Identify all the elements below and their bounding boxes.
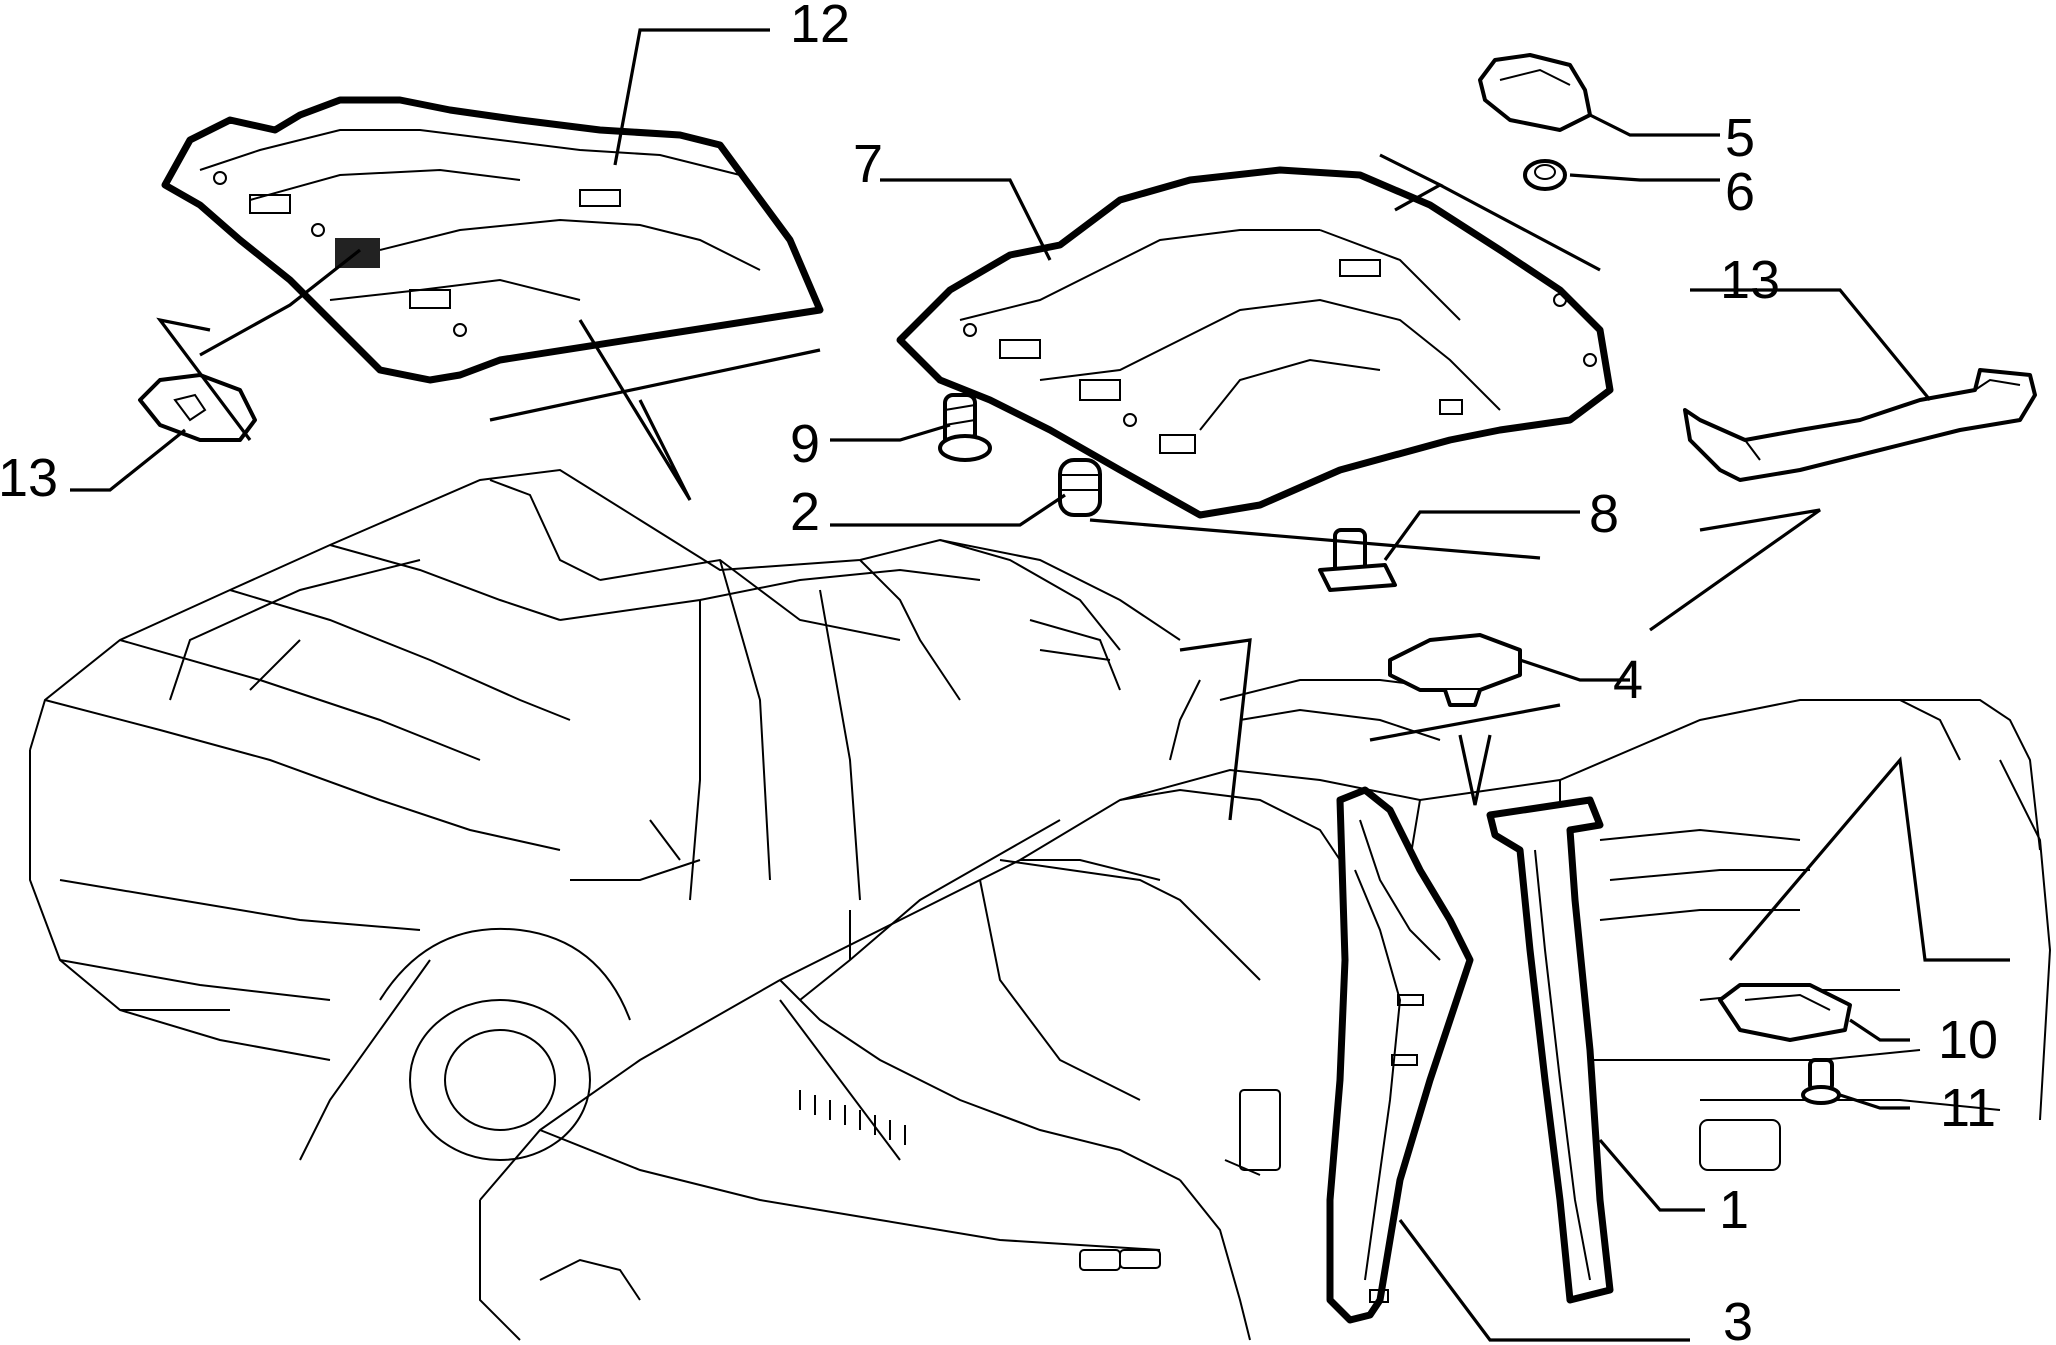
leader-lines bbox=[70, 28, 2010, 1342]
wedge-7d bbox=[1439, 183, 1601, 272]
wedge-4b bbox=[1458, 734, 1492, 806]
clip-part-2 bbox=[1058, 458, 1102, 517]
leader-13l bbox=[70, 428, 186, 492]
leader-13r bbox=[1690, 288, 1932, 402]
leader-3 bbox=[1398, 1219, 1690, 1342]
leader-1 bbox=[1598, 1138, 1705, 1212]
wedge-12 bbox=[578, 319, 692, 501]
callout-11: 11 bbox=[1940, 1078, 1996, 1138]
pillar-trim-right-part bbox=[1486, 796, 1614, 1304]
callout-1: 1 bbox=[1719, 1180, 1749, 1240]
leader-9 bbox=[830, 423, 951, 442]
wedge-13l bbox=[156, 317, 252, 441]
callout-5: 5 bbox=[1725, 108, 1755, 168]
wedge-4 bbox=[1369, 703, 1561, 742]
callout-9: 9 bbox=[790, 414, 820, 474]
roof-lamp-part bbox=[1478, 53, 1592, 132]
clip-nut-part bbox=[1523, 159, 1567, 191]
wedge-13r bbox=[1649, 508, 1821, 632]
leader-11 bbox=[1839, 1093, 1910, 1110]
wedge-10 bbox=[1728, 756, 2010, 962]
leader-8 bbox=[1383, 510, 1580, 561]
headliner-rear-part bbox=[161, 96, 824, 384]
callout-13-left: 13 bbox=[0, 448, 58, 508]
leader-4 bbox=[1519, 658, 1630, 682]
screw-part-9 bbox=[938, 393, 992, 462]
wedge-7 bbox=[1179, 638, 1252, 821]
leader-7 bbox=[880, 178, 1052, 261]
headliner-front-part bbox=[896, 166, 1614, 519]
callout-3: 3 bbox=[1723, 1292, 1753, 1345]
wedge-12c bbox=[199, 248, 361, 357]
callout-labels: 12 7 5 6 13 13 9 2 8 4 10 11 1 3 bbox=[0, 0, 1998, 1345]
callout-7: 7 bbox=[853, 134, 883, 194]
callout-2: 2 bbox=[790, 482, 820, 542]
callout-4: 4 bbox=[1613, 650, 1643, 710]
leader-2 bbox=[830, 493, 1066, 527]
leader-5 bbox=[1589, 113, 1720, 137]
wedge-7b bbox=[1089, 518, 1541, 560]
rear-trim-strip-part bbox=[1683, 368, 2037, 482]
pillar-trim-left-part bbox=[1326, 786, 1474, 1324]
cover-plate-part bbox=[1718, 983, 1852, 1042]
callout-6: 6 bbox=[1725, 162, 1755, 222]
callout-12: 12 bbox=[790, 0, 850, 54]
wedge-12b bbox=[489, 348, 821, 422]
leader-12 bbox=[613, 28, 770, 166]
callout-8: 8 bbox=[1589, 484, 1619, 544]
callout-13-right: 13 bbox=[1720, 250, 1780, 310]
callout-10: 10 bbox=[1938, 1010, 1998, 1070]
courtesy-light-part bbox=[1388, 633, 1522, 707]
leader-6 bbox=[1569, 173, 1720, 182]
bolt-part-11 bbox=[1801, 1058, 1841, 1105]
small-lamp-part bbox=[138, 373, 257, 442]
car-rear-view-drawing bbox=[29, 468, 1181, 1161]
leader-10 bbox=[1849, 1018, 1910, 1042]
